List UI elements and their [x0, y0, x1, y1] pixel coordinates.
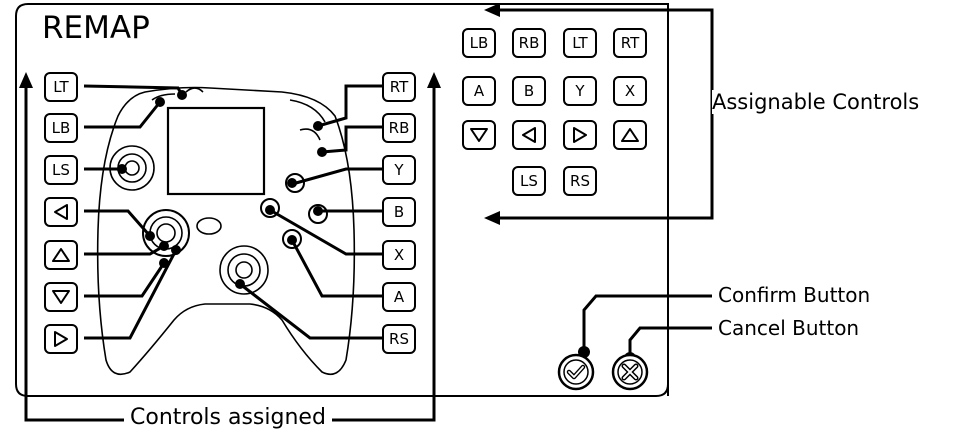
right-key-rs[interactable]: RS: [382, 324, 416, 354]
connector-dots: [117, 90, 327, 289]
dpad-right-icon: [54, 331, 68, 347]
left-key-dpad-down[interactable]: [44, 282, 78, 312]
assignable-key-lb[interactable]: LB: [462, 28, 496, 58]
cancel-button[interactable]: [610, 352, 650, 392]
assignable-key-rt[interactable]: RT: [613, 28, 647, 58]
assignable-key-y[interactable]: Y: [563, 76, 597, 106]
controls-assigned-label: Controls assigned: [124, 405, 332, 430]
right-key-rt[interactable]: RT: [382, 72, 416, 102]
right-key-x[interactable]: X: [382, 240, 416, 270]
assignable-bracket: [500, 8, 714, 220]
assignable-key-dpad-down[interactable]: [462, 120, 496, 150]
assignable-key-ls[interactable]: LS: [512, 166, 546, 196]
assignable-key-rb[interactable]: RB: [512, 28, 546, 58]
screen-title: REMAP: [42, 10, 150, 46]
bracket-arrow-left: [19, 72, 33, 88]
assignable-arrow-top: [484, 3, 500, 17]
assignable-key-dpad-right[interactable]: [563, 120, 597, 150]
left-key-lb[interactable]: LB: [44, 113, 78, 143]
dpad-left-icon: [54, 204, 68, 220]
right-key-rb[interactable]: RB: [382, 113, 416, 143]
left-key-lt[interactable]: LT: [44, 72, 78, 102]
cancel-leader: [628, 326, 712, 358]
dpad-up-icon: [52, 248, 70, 262]
right-key-b[interactable]: B: [382, 197, 416, 227]
assignable-controls-label: Assignable Controls: [712, 90, 920, 114]
cancel-button-label: Cancel Button: [718, 316, 860, 340]
assignable-key-a[interactable]: A: [462, 76, 496, 106]
dpad-left-icon: [522, 127, 536, 143]
left-key-dpad-left[interactable]: [44, 197, 78, 227]
dpad-down-icon: [52, 290, 70, 304]
assignable-key-lt[interactable]: LT: [563, 28, 597, 58]
connector-lines: [83, 84, 382, 340]
assignable-key-dpad-up[interactable]: [613, 120, 647, 150]
right-key-y[interactable]: Y: [382, 155, 416, 185]
assignable-key-dpad-left[interactable]: [512, 120, 546, 150]
confirm-button-label: Confirm Button: [718, 283, 871, 307]
confirm-leader: [582, 294, 712, 352]
dpad-right-icon: [573, 127, 587, 143]
x-icon: [621, 363, 639, 381]
assignable-key-rs[interactable]: RS: [563, 166, 597, 196]
screen-frame: [15, 3, 669, 397]
dpad-up-icon: [621, 128, 639, 142]
right-key-a[interactable]: A: [382, 282, 416, 312]
left-key-dpad-up[interactable]: [44, 240, 78, 270]
bracket-arrow-right: [427, 72, 441, 88]
assignable-key-x[interactable]: X: [613, 76, 647, 106]
assignable-arrow-bottom: [484, 211, 500, 225]
checkmark-icon: [566, 364, 586, 380]
confirm-button[interactable]: [556, 352, 596, 392]
dpad-down-icon: [470, 128, 488, 142]
left-key-dpad-right[interactable]: [44, 324, 78, 354]
left-key-ls[interactable]: LS: [44, 155, 78, 185]
assignable-key-b[interactable]: B: [512, 76, 546, 106]
controller-illustration: [96, 86, 356, 376]
